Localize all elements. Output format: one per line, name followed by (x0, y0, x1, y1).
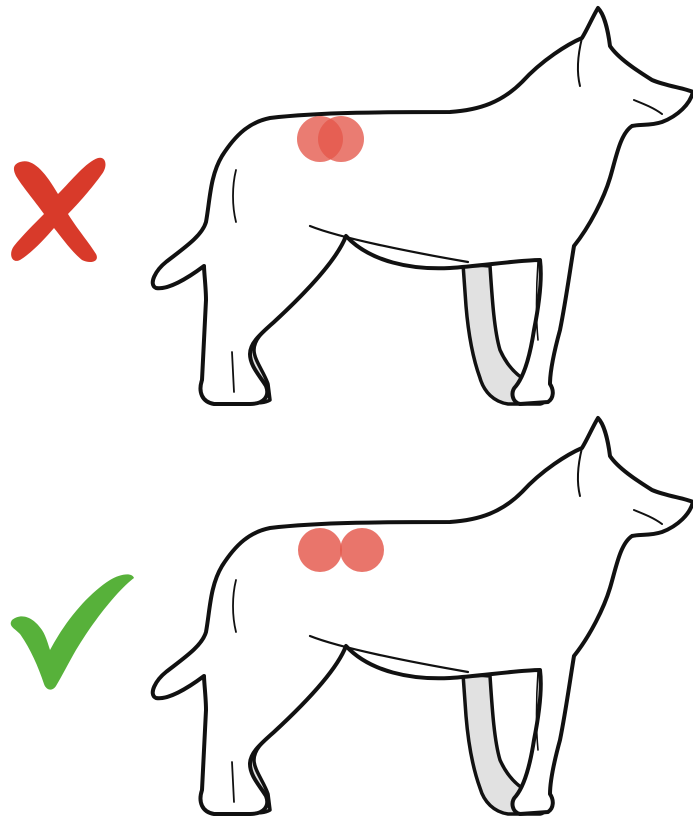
incorrect-example-panel (0, 0, 693, 410)
injection-site-marker (318, 116, 364, 162)
green-check-icon (8, 568, 136, 690)
injection-site-marker (340, 528, 384, 572)
correct-example-panel (0, 410, 693, 820)
dog-illustration (150, 410, 693, 820)
injection-site-marker (298, 528, 342, 572)
red-cross-icon (6, 148, 108, 264)
injection-site-markers (297, 116, 364, 162)
dog-illustration (150, 0, 693, 410)
